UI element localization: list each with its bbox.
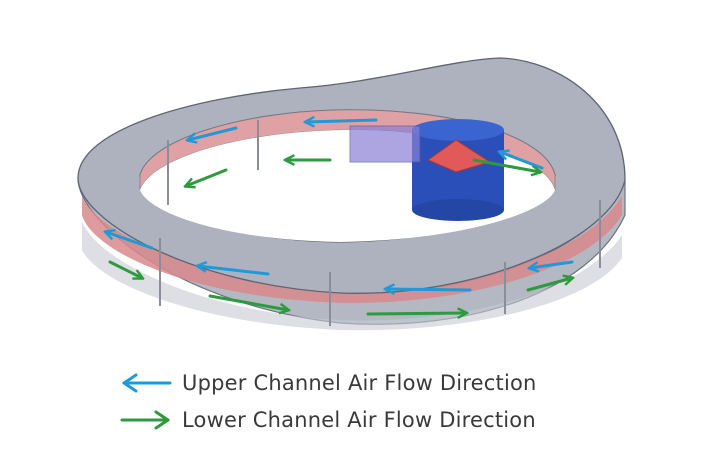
- legend-upper-label: Upper Channel Air Flow Direction: [182, 371, 537, 395]
- upper-flow-arrows: [106, 120, 574, 290]
- lower-arrow: [526, 278, 572, 292]
- lower-arrow: [366, 313, 466, 314]
- lower-flow-arrows: [108, 158, 572, 314]
- upper-arrow: [530, 260, 574, 268]
- legend-lower: Lower Channel Air Flow Direction: [120, 405, 536, 435]
- support-rods: [159, 120, 601, 326]
- upper-arrow: [386, 289, 472, 290]
- upper-arrow: [306, 120, 378, 122]
- left-arrow-icon: [122, 373, 172, 393]
- lower-arrow: [208, 294, 288, 310]
- lower-channel-band: [82, 222, 622, 331]
- legend-lower-label: Lower Channel Air Flow Direction: [182, 408, 536, 432]
- lower-arrow: [108, 260, 142, 278]
- upper-arrow: [198, 266, 270, 276]
- upper-arrow: [188, 126, 238, 140]
- lower-arrow: [186, 168, 228, 186]
- upper-arrow: [106, 232, 154, 250]
- baffle-panel: [349, 125, 421, 163]
- upper-channel-band: [82, 196, 622, 304]
- lower-arrow: [472, 158, 540, 172]
- ring-duct-diagram: [77, 57, 626, 331]
- right-arrow-icon: [120, 410, 170, 430]
- legend-upper: Upper Channel Air Flow Direction: [120, 368, 537, 398]
